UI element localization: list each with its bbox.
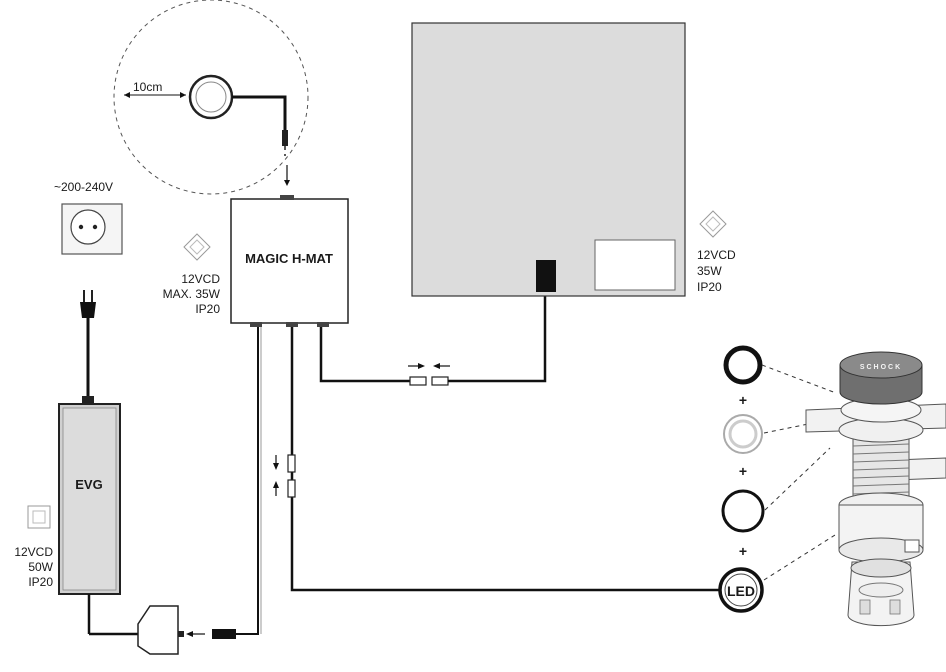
mat-terminal-icon — [536, 260, 556, 292]
svg-text:12VCD: 12VCD — [181, 272, 220, 286]
controller-box — [230, 195, 349, 327]
arrow-right-icon — [180, 92, 186, 98]
arrow-right-icon — [418, 363, 425, 369]
detection-radius-circle — [113, 0, 309, 195]
sensor-plug-icon — [282, 130, 288, 146]
leader-lines — [761, 364, 837, 581]
silver-ring-icon — [723, 414, 763, 454]
led-cable — [290, 327, 720, 592]
arrow-down-icon — [284, 180, 290, 186]
sensor-cable — [232, 95, 287, 132]
power-supply-specs: 12VCD 50W IP20 — [14, 545, 53, 589]
drain-fitting-illustration: SCHOCK — [805, 351, 946, 627]
sensor-range-area: 10cm — [113, 0, 309, 195]
svg-text:IP20: IP20 — [28, 575, 53, 589]
led-label: LED — [727, 583, 755, 599]
plus-sign: + — [739, 463, 747, 479]
sensor-icon — [188, 74, 234, 120]
plus-sign: + — [739, 392, 747, 408]
heating-mat — [411, 22, 686, 297]
controller-power-cable — [236, 322, 259, 635]
svg-text:IP20: IP20 — [195, 302, 220, 316]
distance-label: 10cm — [133, 80, 162, 94]
plus-sign: + — [739, 543, 747, 559]
controller-label: MAGIC H-MAT — [245, 251, 333, 266]
indoor-diamond-icon — [699, 210, 727, 238]
svg-text:IP20: IP20 — [697, 280, 722, 294]
drain-rings: + + + LED — [718, 345, 765, 613]
brand-label: SCHOCK — [860, 364, 902, 371]
power-supply-unit — [58, 403, 121, 595]
mat-connector-left — [409, 376, 427, 386]
svg-text:12VCD: 12VCD — [697, 248, 736, 262]
outdoor-symbol-icon — [27, 505, 51, 529]
heating-mat-cable — [319, 327, 410, 383]
arrow-down-icon — [273, 463, 279, 470]
led-connector-top — [287, 454, 296, 473]
led-ring-icon — [718, 567, 764, 613]
arrow-up-icon — [273, 481, 279, 488]
mat-connector-right — [431, 376, 449, 386]
black-ring-icon — [723, 345, 763, 385]
arrow-left-icon — [186, 631, 193, 637]
mains-plug-icon — [80, 290, 96, 318]
arrow-left-icon — [124, 92, 130, 98]
mains-voltage-label: ~200-240V — [54, 180, 113, 194]
thin-black-ring-icon — [721, 489, 765, 533]
controller-specs: 12VCD MAX. 35W IP20 — [163, 272, 221, 316]
heating-mat-specs: 12VCD 35W IP20 — [697, 248, 736, 294]
power-supply-label: EVG — [75, 477, 102, 492]
wall-socket-icon — [61, 203, 123, 255]
splitter-connector — [137, 605, 179, 655]
led-connector-bottom — [287, 479, 296, 498]
dc-plug-icon — [212, 629, 236, 639]
svg-text:MAX. 35W: MAX. 35W — [163, 287, 221, 301]
arrow-left-icon — [433, 363, 440, 369]
svg-text:12VCD: 12VCD — [14, 545, 53, 559]
indoor-diamond-icon — [183, 233, 211, 261]
svg-text:50W: 50W — [28, 560, 53, 574]
svg-text:35W: 35W — [697, 264, 722, 278]
